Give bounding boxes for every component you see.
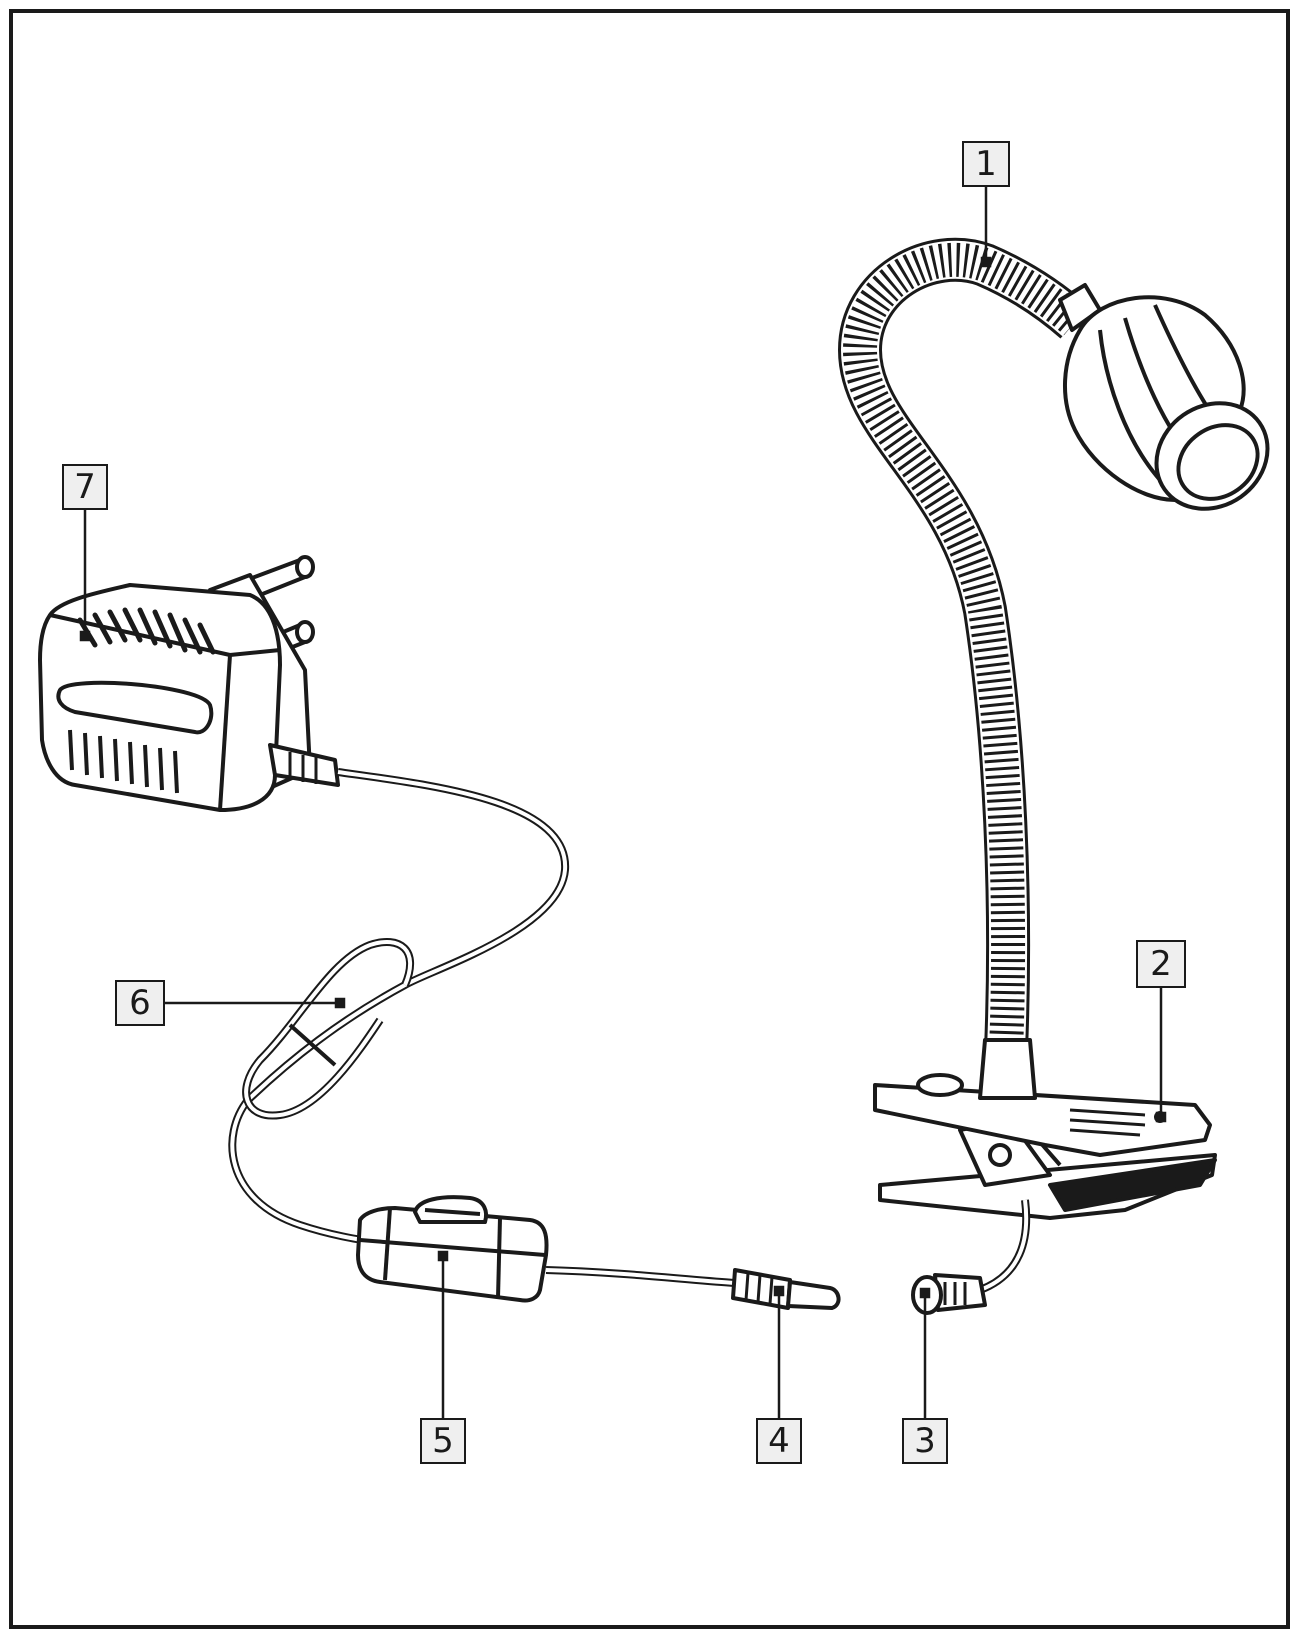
inline-switch [356, 1195, 549, 1303]
callout-6: 6 [115, 980, 165, 1026]
callout-1: 1 [962, 141, 1010, 187]
power-adapter [38, 555, 340, 812]
dc-plug [545, 1266, 841, 1310]
lamp-head [1058, 283, 1270, 511]
callout-3: 3 [902, 1418, 948, 1464]
clip-clamp [873, 1038, 1217, 1220]
callout-7: 7 [62, 464, 108, 510]
diagram-frame [9, 9, 1290, 1629]
leader-lines [79, 186, 1167, 1418]
gooseneck [837, 237, 1090, 1051]
callout-2: 2 [1136, 940, 1186, 988]
power-cord [228, 768, 570, 1244]
callout-5: 5 [420, 1418, 466, 1464]
callout-4: 4 [756, 1418, 802, 1464]
